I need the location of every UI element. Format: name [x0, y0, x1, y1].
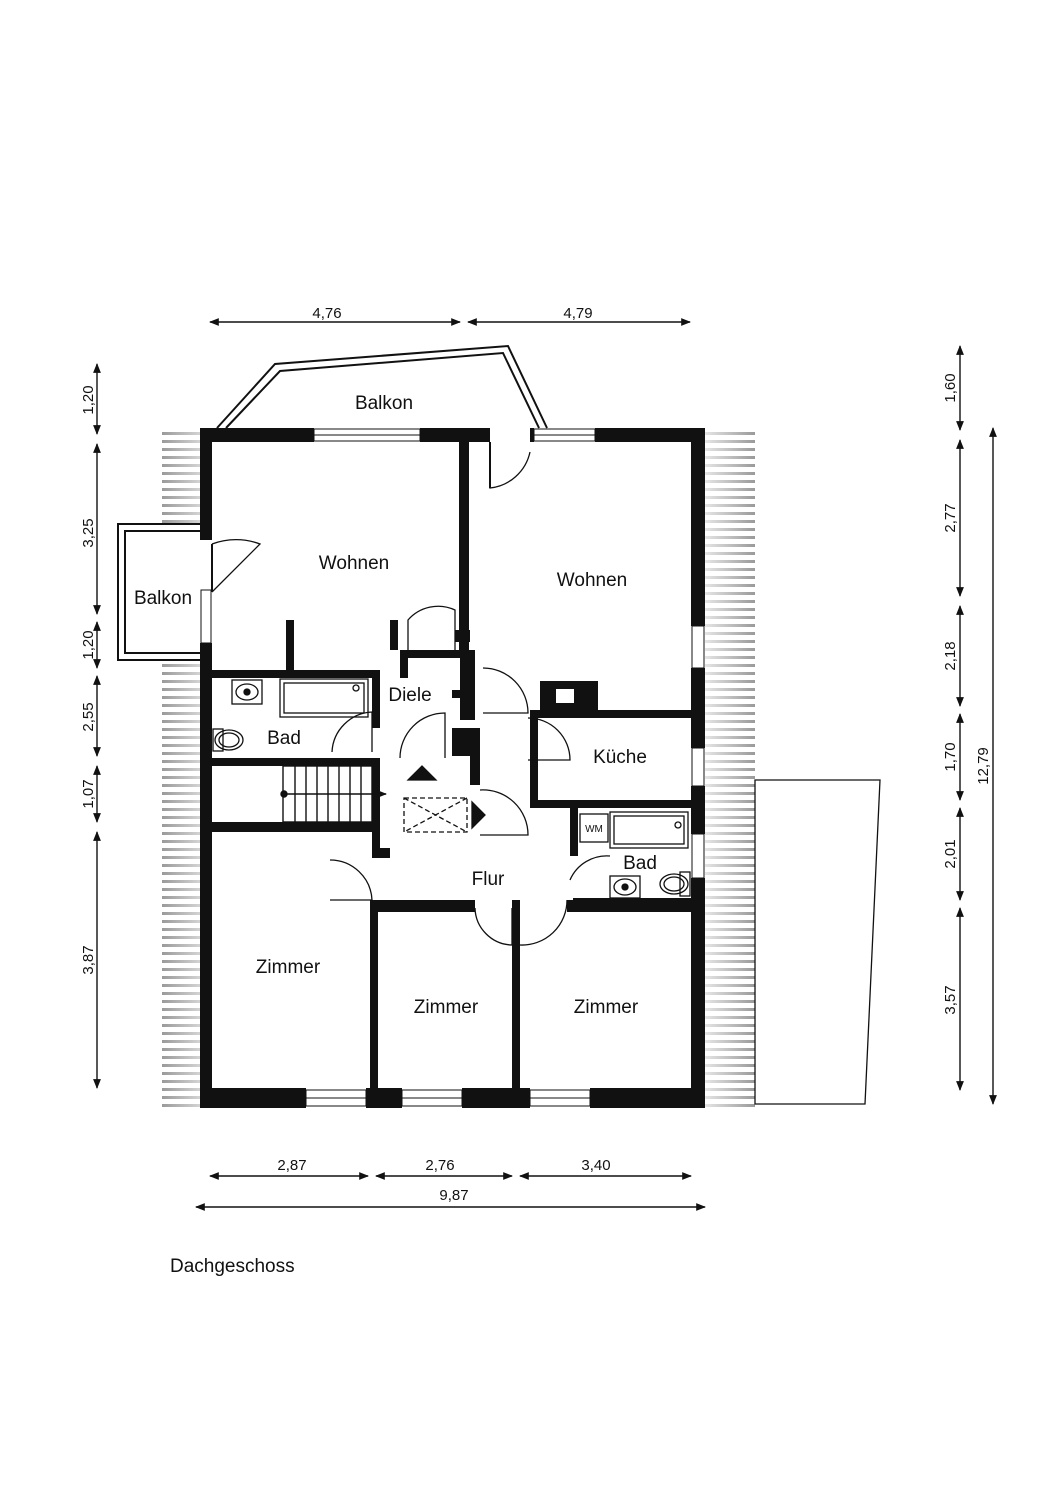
room-label-zimmer-2: Zimmer [414, 997, 479, 1018]
interior-walls [212, 442, 691, 1088]
chimney-vent [556, 689, 574, 703]
attic-hatch [403, 765, 486, 833]
washing-machine-label: WM [585, 824, 603, 835]
dim-bottom-total: 9,87 [439, 1187, 468, 1204]
dim-top-1: 4,76 [312, 305, 341, 322]
bathtub-right [609, 811, 689, 849]
room-label-zimmer-3: Zimmer [574, 997, 639, 1018]
dim-bottom-3: 3,40 [581, 1157, 610, 1174]
terrace-outline [754, 779, 881, 1105]
dim-left-5: 1,07 [80, 779, 97, 808]
dim-right-3: 2,18 [942, 641, 959, 670]
room-label-wohnen-right: Wohnen [557, 570, 627, 591]
room-label-zimmer-1: Zimmer [256, 957, 321, 978]
room-label-wohnen-left: Wohnen [319, 553, 389, 574]
dim-left-2: 3,25 [80, 518, 97, 547]
room-label-bad-right: Bad [623, 853, 657, 874]
dim-right-6: 3,57 [942, 985, 959, 1014]
dim-right-4: 1,70 [942, 742, 959, 771]
floor-caption: Dachgeschoss [170, 1256, 295, 1277]
dim-bottom-1: 2,87 [277, 1157, 306, 1174]
roof-slope-right [705, 428, 755, 1108]
sink-left [231, 679, 263, 705]
dim-right-5: 2,01 [942, 839, 959, 868]
washing-machine: WM [579, 813, 609, 843]
dim-left-6: 3,87 [80, 945, 97, 974]
room-label-flur: Flur [472, 869, 505, 890]
balcony-left [117, 523, 200, 661]
dim-right-1: 1,60 [942, 373, 959, 402]
dimension-labels: 4,76 4,79 1,20 3,25 1,20 2,55 1,07 3,87 … [80, 305, 992, 1204]
room-label-diele: Diele [388, 685, 431, 706]
sink-right [609, 875, 641, 899]
dimension-lines [93, 318, 997, 1211]
room-label-bad-left: Bad [267, 728, 301, 749]
dim-left-3: 1,20 [80, 630, 97, 659]
room-label-kueche: Küche [593, 747, 647, 768]
room-label-balkon-left: Balkon [134, 588, 192, 609]
dim-right-total: 12,79 [975, 747, 992, 785]
roof-slope-left [162, 428, 202, 1108]
doors [211, 442, 611, 946]
toilet-left [212, 728, 244, 752]
room-labels: Balkon Balkon Wohnen Wohnen Diele Bad Kü… [134, 393, 657, 1018]
dim-right-2: 2,77 [942, 503, 959, 532]
balcony-top-railing [216, 344, 548, 429]
dim-top-2: 4,79 [563, 305, 592, 322]
room-label-balkon-top: Balkon [355, 393, 413, 414]
staircase [280, 765, 387, 823]
bathtub-left [279, 678, 369, 718]
dim-left-4: 2,55 [80, 702, 97, 731]
windows [200, 428, 705, 1107]
toilet-right [659, 871, 691, 897]
exterior-walls [200, 428, 705, 1108]
dim-bottom-2: 2,76 [425, 1157, 454, 1174]
dim-left-1: 1,20 [80, 385, 97, 414]
